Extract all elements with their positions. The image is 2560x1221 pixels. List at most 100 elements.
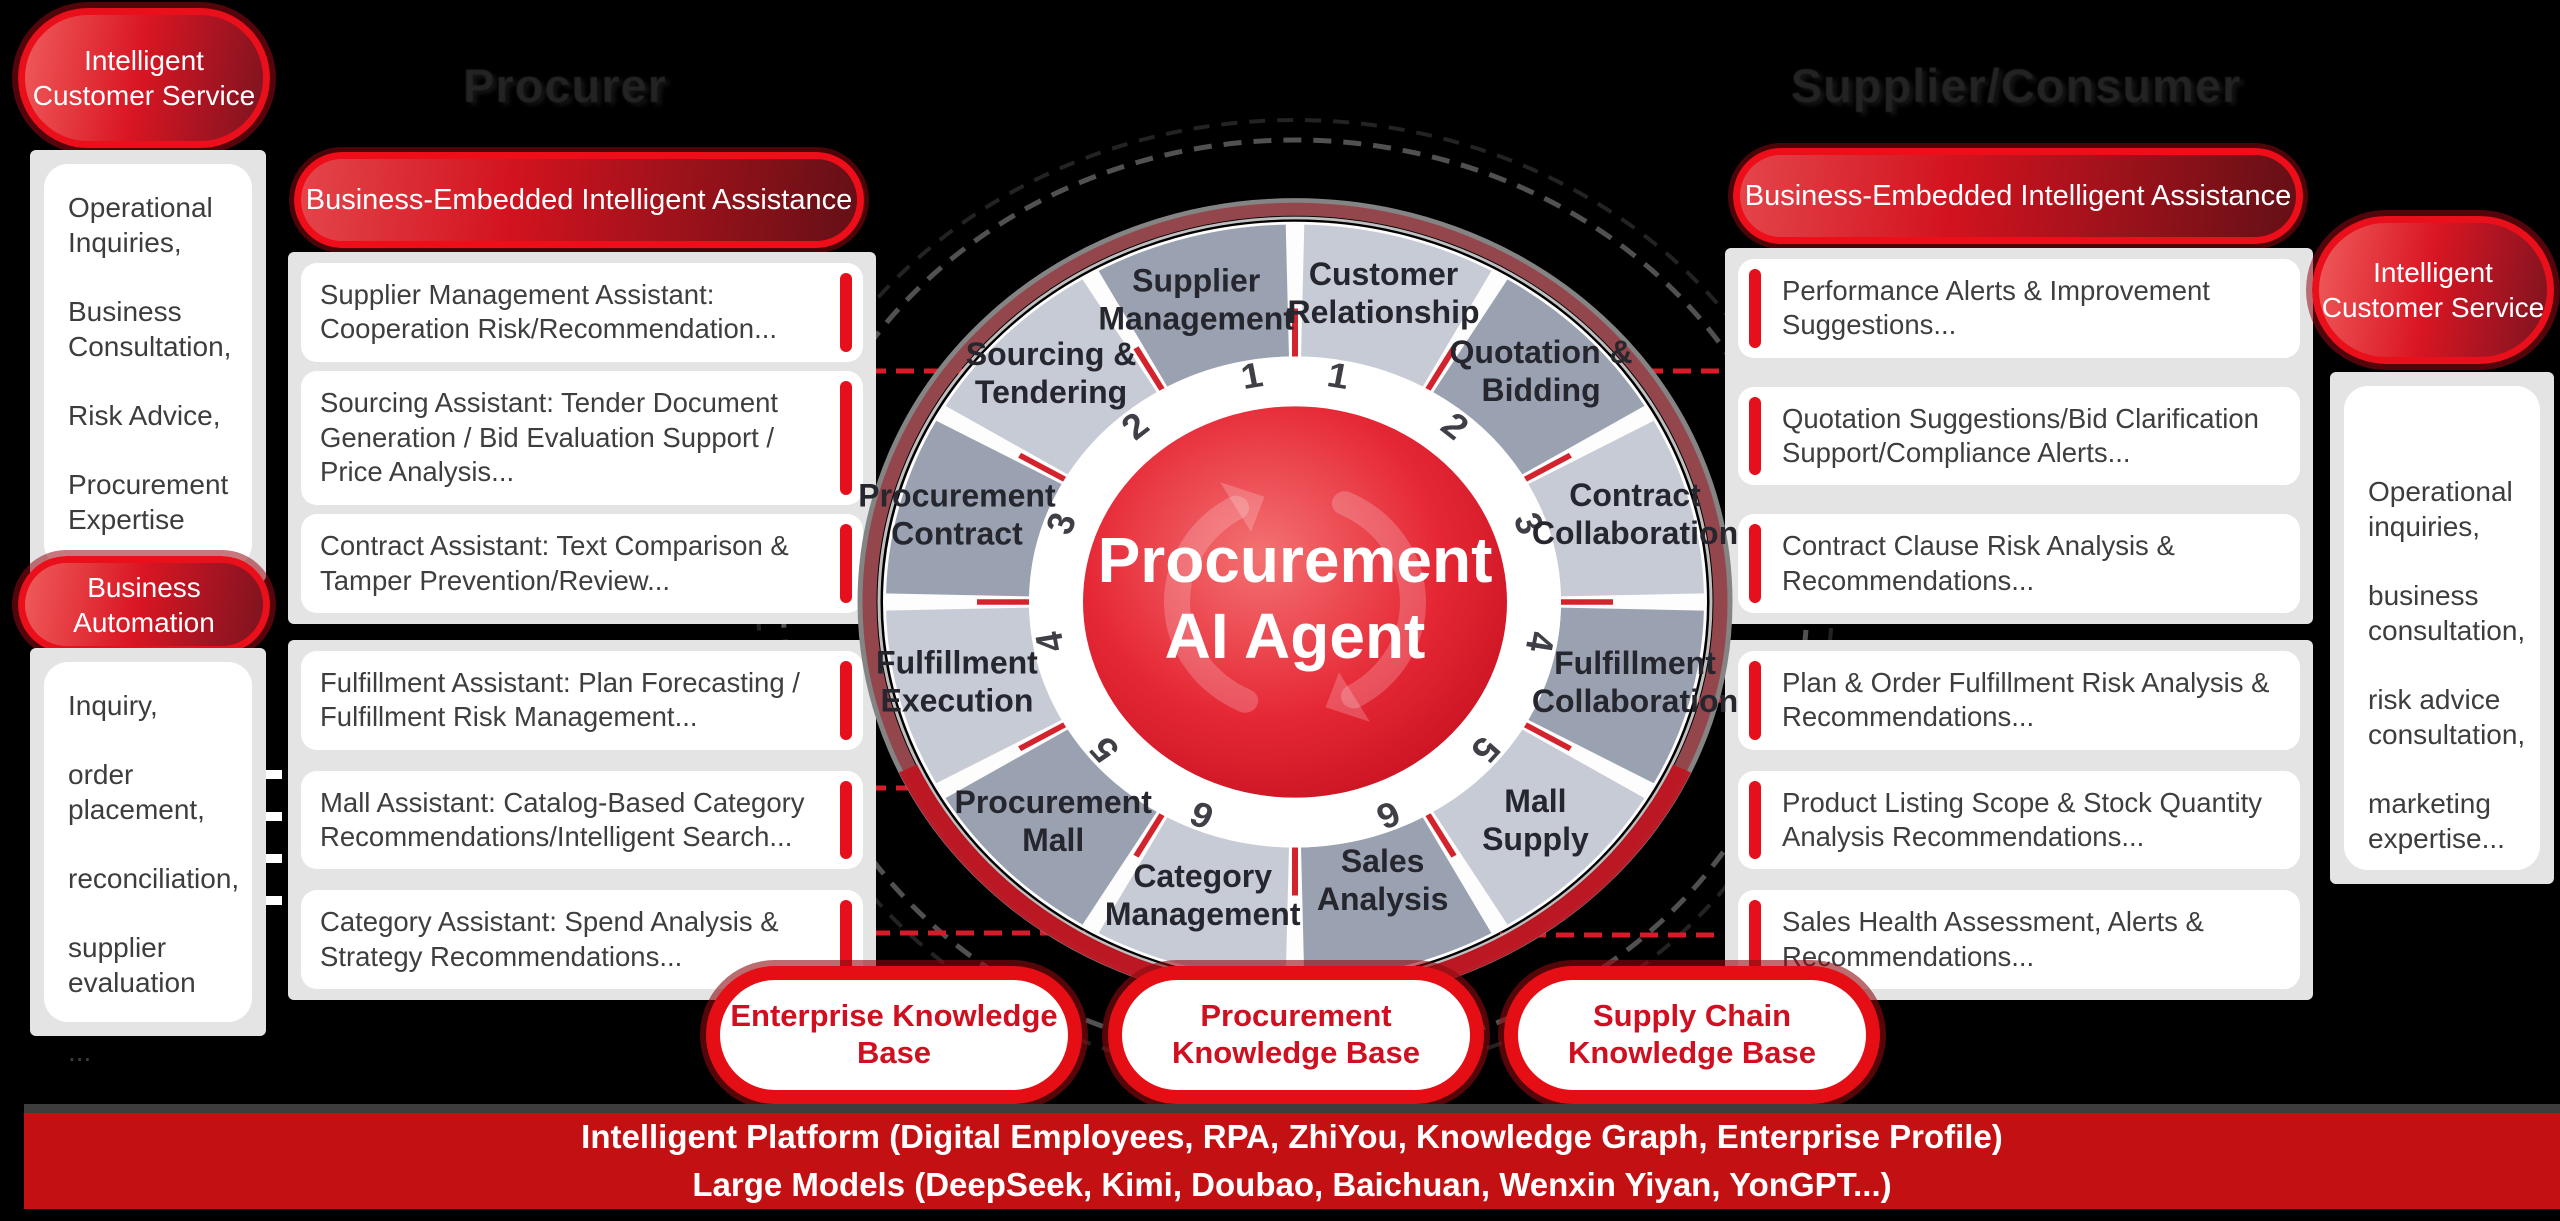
assistant-card-text: Quotation Suggestions/Bid Clarification … (1782, 402, 2259, 468)
card-accent-bar (1749, 269, 1761, 348)
assistant-card-text: Category Assistant: Spend Analysis & Str… (320, 906, 779, 972)
models-line: Large Models (DeepSeek, Kimi, Doubao, Ba… (692, 1166, 1892, 1203)
right-assistant-group2: Plan & Order Fulfillment Risk Analysis &… (1725, 640, 2313, 1000)
ring-number: 5 (1463, 730, 1509, 770)
segment-tick (1523, 722, 1572, 752)
wheel-segment (1528, 420, 1704, 597)
ring-number: 6 (1184, 793, 1220, 837)
intelligent-customer-service-badge-left: Intelligent Customer Service (18, 8, 270, 148)
right-sidebar-card: Operational inquiries, business consultat… (2344, 386, 2540, 870)
assistant-card: Contract Clause Risk Analysis & Recommen… (1738, 514, 2300, 613)
card-accent-bar (1749, 780, 1761, 860)
right-assistance-panel-bottom: Plan & Order Fulfillment Risk Analysis &… (1725, 640, 2313, 1000)
wheel-segment-label: Quotation &Bidding (1450, 334, 1633, 408)
sidebar-item: Risk Advice, (68, 400, 221, 431)
assistant-card-text: Supplier Management Assistant: Cooperati… (320, 279, 778, 345)
ring-number: 4 (1517, 629, 1563, 656)
segment-tick (1018, 722, 1067, 752)
card-accent-bar (1749, 661, 1761, 740)
arrow-watermark (1164, 495, 1259, 713)
bottom-bar-divider (24, 1104, 2560, 1113)
assistant-card-text: Sourcing Assistant: Tender Document Gene… (320, 387, 779, 488)
business-automation-badge: Business Automation (18, 556, 270, 653)
right-assistant-group1: Performance Alerts & Improvement Suggest… (1725, 248, 2313, 624)
left-sidebar-bottom-panel: Inquiry, order placement, reconciliation, s… (30, 648, 266, 1067)
procurement-knowledge-base-pill: Procurement Knowledge Base (1108, 966, 1484, 1104)
segment-tick (1133, 813, 1165, 858)
left-sidebar-bottom-card: Inquiry, order placement, reconciliation, s… (44, 662, 252, 1067)
wheel-segment (1528, 607, 1704, 784)
sidebar-item: Operational inquiries, (2368, 476, 2513, 542)
wheel-segment (1433, 729, 1645, 925)
sidebar-item: Procurement Expertise (68, 469, 229, 535)
segment-tick (1133, 346, 1165, 391)
wheel-center-title-line2: AI Agent (1165, 600, 1426, 672)
segment-tick (1018, 452, 1067, 482)
sidebar-item: ... (68, 1036, 92, 1067)
wheel-segment (1301, 224, 1492, 387)
ring-number: 1 (1324, 355, 1352, 397)
left-assistance-panel-top: Supplier Management Assistant: Cooperati… (288, 252, 876, 624)
sidebar-item: supplier evaluation (68, 932, 196, 998)
assistant-card: Fulfillment Assistant: Plan Forecasting … (301, 651, 863, 750)
wheel-center-title-line1: Procurement (1098, 524, 1493, 596)
wheel-segment (1301, 817, 1492, 980)
card-accent-bar (1749, 524, 1761, 603)
wheel-segment (945, 729, 1157, 925)
section-header-procurer: Procurer (463, 59, 667, 112)
card-accent-bar (1749, 900, 1761, 979)
left-sidebar-top-panel: Operational Inquiries, Business Consultat… (30, 150, 266, 604)
assistant-card: Contract Assistant: Text Comparison & Ta… (301, 514, 863, 613)
left-assistance-panel-bottom: Fulfillment Assistant: Plan Forecasting … (288, 640, 876, 1000)
assistant-card: Supplier Management Assistant: Cooperati… (301, 263, 863, 362)
platform-bottom-bar: Intelligent Platform (Digital Employees,… (24, 1113, 2560, 1209)
red-connector-lines (760, 368, 1723, 938)
assistant-card-text: Performance Alerts & Improvement Suggest… (1782, 275, 2210, 341)
assistant-card: Plan & Order Fulfillment Risk Analysis &… (1738, 651, 2300, 750)
assistant-card-text: Sales Health Assessment, Alerts & Recomm… (1782, 906, 2204, 972)
wheel-segment (1098, 224, 1289, 387)
orbit-dashed-ellipse (780, 137, 1810, 1063)
card-accent-bar (840, 661, 852, 740)
right-assistance-panel-top: Performance Alerts & Improvement Suggest… (1725, 248, 2313, 624)
assistant-card-text: Fulfillment Assistant: Plan Forecasting … (320, 667, 800, 733)
sidebar-item: risk advice consultation, (2368, 684, 2526, 750)
assistant-card: Quotation Suggestions/Bid Clarification … (1738, 386, 2300, 486)
section-header-supplier-consumer: Supplier/Consumer (1790, 59, 2242, 112)
white-dash-marks (266, 770, 282, 905)
platform-line: Intelligent Platform (Digital Employees,… (581, 1118, 2003, 1156)
card-accent-bar (840, 381, 852, 495)
arrow-watermark (1331, 491, 1426, 709)
assistant-card-text: Mall Assistant: Catalog-Based Category R… (320, 786, 805, 852)
left-assistant-group2: Fulfillment Assistant: Plan Forecasting … (288, 640, 876, 1000)
assistant-card: Performance Alerts & Improvement Suggest… (1738, 259, 2300, 358)
ring-number: 4 (1027, 628, 1073, 655)
assistant-card: Mall Assistant: Catalog-Based Category R… (301, 770, 863, 870)
sidebar-item: reconciliation, (68, 863, 240, 894)
segment-tick (1425, 813, 1457, 858)
sidebar-item: Inquiry, (68, 690, 158, 721)
segment-tick (1425, 346, 1457, 391)
assistant-card-text: Contract Assistant: Text Comparison & Ta… (320, 530, 789, 596)
sidebar-item: order placement, (68, 759, 205, 825)
sidebar-item: Business Consultation, (68, 296, 232, 362)
orbit-dashed-ellipse-outer (756, 118, 1834, 1082)
ring-number: 1 (1238, 355, 1266, 397)
assistant-card-text: Contract Clause Risk Analysis & Recommen… (1782, 530, 2175, 596)
card-accent-bar (1749, 396, 1761, 476)
sidebar-item: business consultation, (2368, 580, 2526, 646)
assistant-card-text: Plan & Order Fulfillment Risk Analysis &… (1782, 667, 2270, 733)
supply-chain-knowledge-base-pill: Supply Chain Knowledge Base (1504, 966, 1880, 1104)
wheel-segment (945, 279, 1157, 475)
sidebar-item: Operational Inquiries, (68, 192, 213, 258)
ring-number: 2 (1113, 405, 1157, 448)
ring-number: 5 (1081, 730, 1127, 770)
left-assistance-header-pill: Business-Embedded Intelligent Assistance (294, 152, 864, 248)
